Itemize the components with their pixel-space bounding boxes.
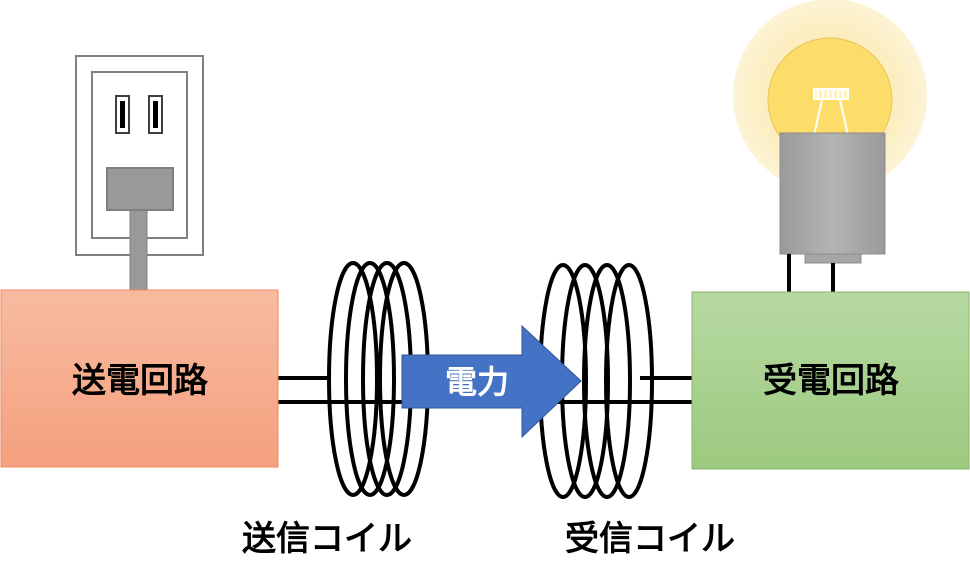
transmit-coil-label: 送信コイル — [242, 519, 412, 559]
coil-loop — [604, 263, 654, 499]
receive-circuit: 受電回路 — [691, 291, 970, 470]
power-plug-icon — [106, 167, 174, 292]
power-arrow-label: 電力 — [445, 363, 509, 401]
coil-loop — [344, 261, 396, 497]
light-bulb-icon — [733, 0, 927, 264]
transmit-circuit-label: 送電回路 — [72, 361, 209, 401]
receive-coil-label: 受信コイル — [565, 519, 735, 559]
transmit-circuit: 送電回路 — [0, 289, 279, 468]
power-arrow: 電力 — [401, 324, 582, 439]
receive-circuit-label: 受電回路 — [763, 361, 900, 401]
bulb-leads — [787, 254, 835, 292]
coil-loop — [327, 261, 379, 497]
transmit-coil-leads — [278, 376, 405, 404]
coil-loop — [582, 263, 632, 499]
receive-coil-leads — [548, 376, 692, 404]
